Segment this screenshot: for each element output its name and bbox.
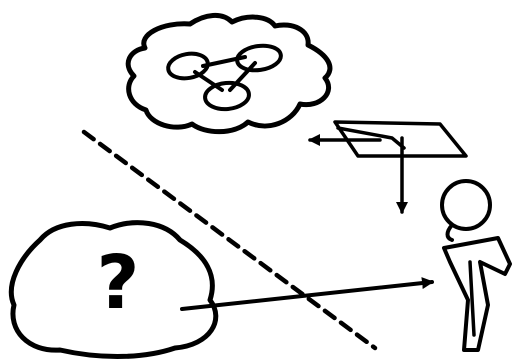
person-icon: [440, 179, 512, 352]
network-blob-icon: [125, 13, 333, 135]
dashed-divider-line: [81, 129, 378, 351]
network-graph-icon: [166, 43, 283, 112]
arrow-to-person: [180, 277, 434, 311]
projection-plane-icon: [308, 120, 468, 214]
unknown-blob-icon: ?: [8, 220, 219, 359]
question-mark: ?: [97, 240, 140, 326]
